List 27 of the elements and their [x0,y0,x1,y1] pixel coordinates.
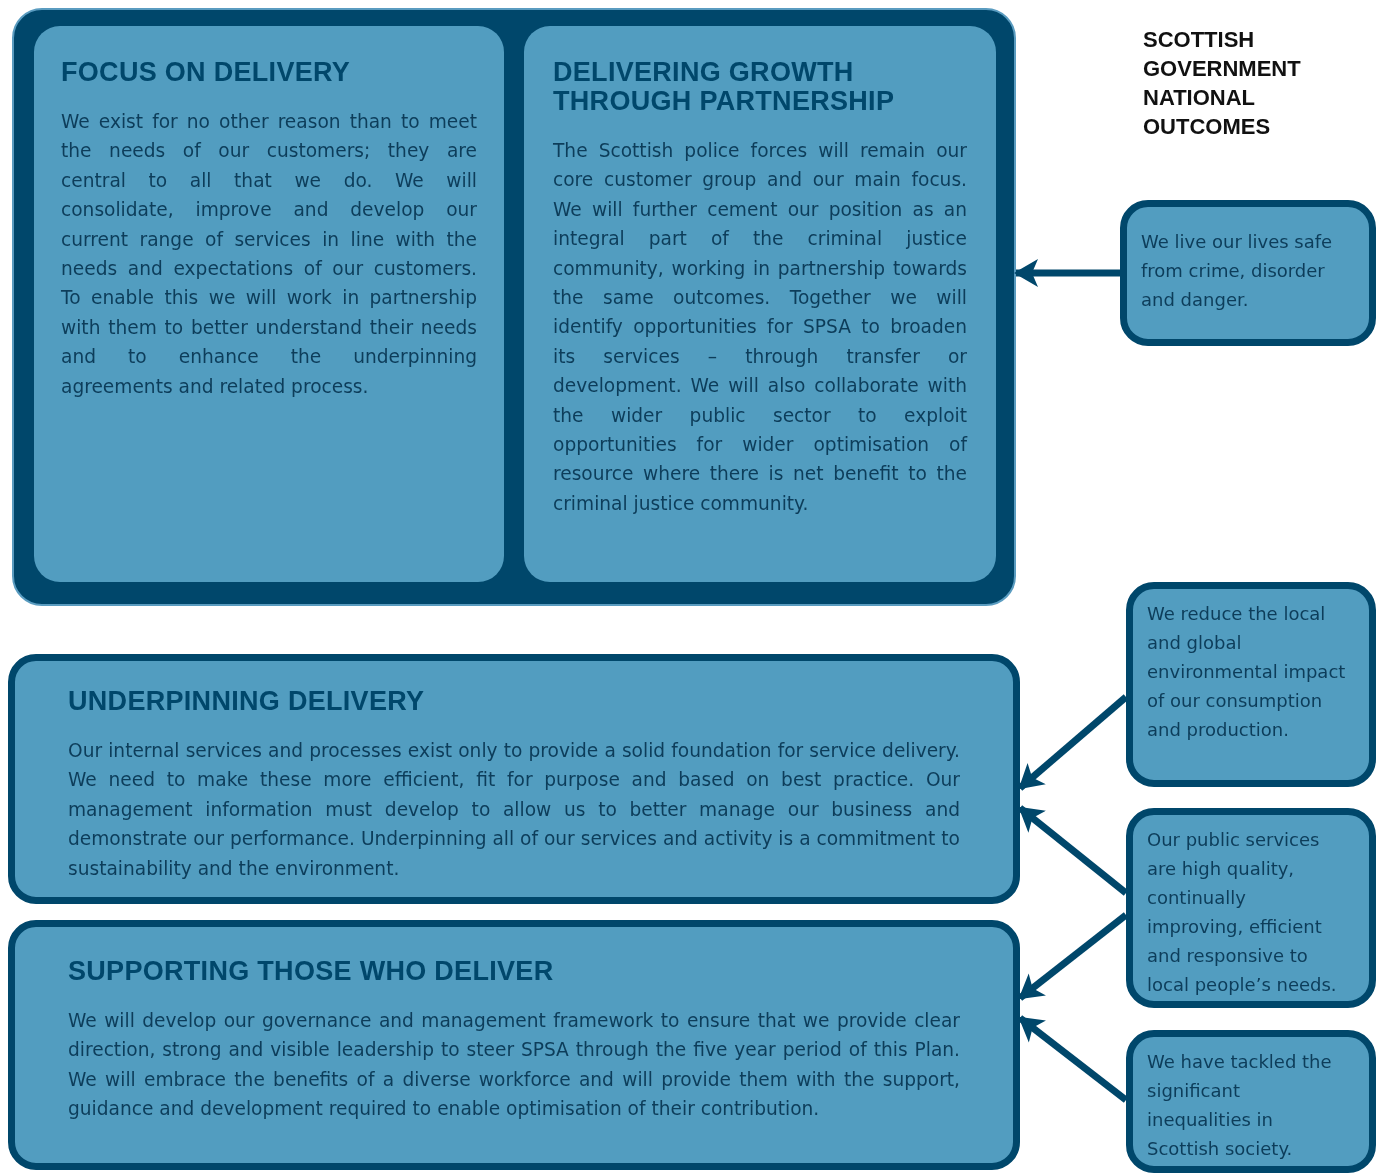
section-box [524,26,996,582]
outcome-box [1126,582,1376,787]
outcome-text: We live our lives safe from crime, disorder and danger. [1141,230,1334,312]
arrow [1014,259,1120,287]
section-body: The Scottish police forces will remain our core customer group and our main focus. We will further cement our position as an integral part of the criminal justice community, working in partnership towards the same outcomes. Together we will identify opportunities for SPSA to broaden its services – through transfer or development. We will also collaborate with the wider public sector to exploit opportunities for wider optimisation of resource where there is net benefit to the criminal justice community. [553,139,967,516]
outcome-text: Our public services are high quality, continually improving, efficient and responsive to local people’s needs. [1147,828,1338,997]
arrow [1017,1015,1129,1103]
section-body: We exist for no other reason than to meet the needs of our customers; they are central to all that we do. We will consolidate, improve and develop our current range of services in line with the needs and expectations of our customers. To enable this we will work in partnership with them to better understand their needs and to enhance the underpinning agreements and related process. [61,110,477,399]
section-box [8,920,1020,1170]
outcome-box [1120,200,1376,346]
section-heading: UNDERPINNING DELIVERY [68,687,426,716]
section-body: Our internal services and processes exist only to provide a solid foundation for service delivery. We need to make these more efficient, fit for purpose and based on best practice. Our management information must develop to allow us to better manage our business and demonstrate our performance. Underpinning all of our services and activity is a commitment to sustainability and the environment. [68,739,960,881]
outcome-box [1126,1030,1376,1173]
arrow [1017,694,1129,791]
section-heading: DELIVERING GROWTH THROUGH PARTNERSHIP [553,58,896,116]
panel-background [12,8,1016,606]
section-box [34,26,504,582]
section-heading: SUPPORTING THOSE WHO DELIVER [68,957,555,986]
outcomes-heading: SCOTTISH GOVERNMENT NATIONAL OUTCOMES [1143,26,1302,141]
arrow [1017,912,1129,1001]
outcome-text: We have tackled the significant inequalities in Scottish society. [1147,1050,1333,1161]
section-heading: FOCUS ON DELIVERY [61,58,352,87]
section-body: We will develop our governance and management framework to ensure that we provide clear direction, strong and visible leadership to steer SPSA through the five year period of this Plan. We will embrace the benefits of a diverse workforce and will provide them with the support, guidance and development required to enable optimisation of their contribution. [68,1009,960,1122]
outcome-box [1126,808,1376,1008]
section-box [8,654,1020,904]
arrow [1017,805,1129,896]
outcome-text: We reduce the local and global environmental impact of our consumption and production. [1147,602,1347,742]
